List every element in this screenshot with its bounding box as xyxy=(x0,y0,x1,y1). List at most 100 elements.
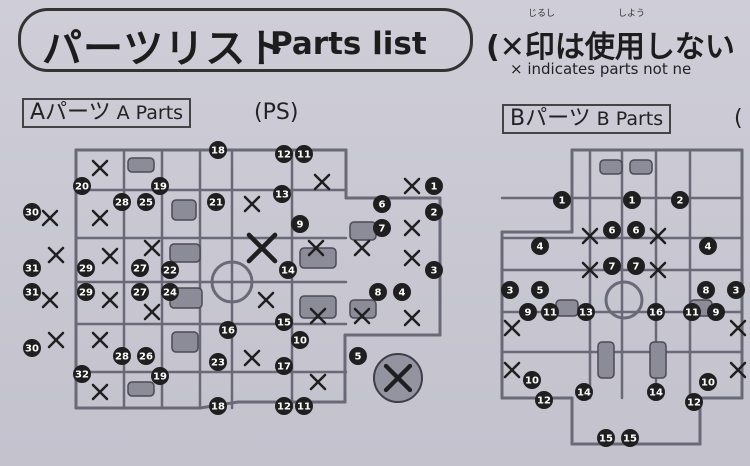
cross-mark-icon xyxy=(353,307,371,325)
part-number-label: 6 xyxy=(379,200,386,211)
cross-mark-icon xyxy=(581,227,599,245)
part-number-label: 20 xyxy=(75,182,89,193)
part-piece xyxy=(597,341,615,379)
cross-mark-icon xyxy=(143,239,161,257)
number-marker-icon xyxy=(425,261,443,279)
part-number-label: 2 xyxy=(677,196,684,207)
cross-mark-icon xyxy=(649,261,667,279)
number-marker-icon xyxy=(73,177,91,195)
number-marker-icon xyxy=(23,283,41,301)
cross-mark-icon xyxy=(403,177,421,195)
part-number-label: 8 xyxy=(703,286,710,297)
part-number-label: 19 xyxy=(153,182,167,193)
cross-mark-icon xyxy=(403,219,421,237)
part-number-label: 6 xyxy=(633,226,640,237)
part-number-label: 4 xyxy=(537,242,544,253)
part-number-label: 10 xyxy=(525,376,539,387)
number-marker-icon xyxy=(77,283,95,301)
runner-a-material: (PS) xyxy=(254,100,299,125)
part-number-label: 24 xyxy=(163,288,177,299)
cross-mark-icon xyxy=(313,173,331,191)
part-number-label: 17 xyxy=(277,362,291,373)
part-number-label: 29 xyxy=(79,288,93,299)
part-number-label: 7 xyxy=(633,262,640,273)
number-marker-icon xyxy=(621,429,639,447)
number-marker-icon xyxy=(275,397,293,415)
cross-mark-icon xyxy=(101,291,119,309)
number-marker-icon xyxy=(535,391,553,409)
cross-mark-icon xyxy=(257,291,275,309)
part-number-label: 13 xyxy=(579,308,593,319)
title-english: Parts list xyxy=(270,26,427,62)
number-marker-icon xyxy=(575,383,593,401)
number-marker-icon xyxy=(627,257,645,275)
cross-mark-icon xyxy=(41,291,59,309)
number-marker-icon xyxy=(531,237,549,255)
number-marker-icon xyxy=(603,257,621,275)
part-number-label: 31 xyxy=(25,288,39,299)
part-number-label: 14 xyxy=(649,388,663,399)
cross-mark-icon xyxy=(729,319,747,337)
number-marker-icon xyxy=(209,397,227,415)
cross-mark-icon xyxy=(403,309,421,327)
cross-mark-icon xyxy=(309,307,327,325)
number-marker-icon xyxy=(23,259,41,277)
cross-mark-icon xyxy=(41,209,59,227)
part-number-label: 22 xyxy=(163,266,177,277)
part-number-label: 9 xyxy=(297,220,304,231)
part-number-label: 32 xyxy=(75,370,89,381)
cross-mark-icon xyxy=(729,361,747,379)
number-marker-icon xyxy=(275,145,293,163)
part-number-label: 12 xyxy=(277,402,291,413)
part-number-label: 12 xyxy=(537,396,551,407)
cross-mark-icon xyxy=(353,239,371,257)
number-marker-icon xyxy=(531,281,549,299)
cross-mark-icon xyxy=(307,239,325,257)
runner-b-hub xyxy=(604,280,644,320)
number-marker-icon xyxy=(425,177,443,195)
number-marker-icon xyxy=(369,283,387,301)
part-number-label: 15 xyxy=(277,318,291,329)
part-number-label: 13 xyxy=(275,190,289,201)
number-marker-icon xyxy=(373,195,391,213)
cross-mark-icon xyxy=(143,303,161,321)
part-number-label: 1 xyxy=(431,182,438,193)
part-number-label: 3 xyxy=(733,286,740,297)
part-number-label: 16 xyxy=(649,308,663,319)
cross-mark-icon xyxy=(91,159,109,177)
cross-mark-icon xyxy=(403,249,421,267)
number-marker-icon xyxy=(603,221,621,239)
runner-a-hub xyxy=(210,260,254,304)
part-number-label: 30 xyxy=(25,208,39,219)
number-marker-icon xyxy=(727,281,745,299)
ruby-shiyou: しよう xyxy=(618,9,646,19)
number-marker-icon xyxy=(553,191,571,209)
unused-note-japanese: (✕印は使用しない xyxy=(486,30,735,65)
number-marker-icon xyxy=(161,261,179,279)
number-marker-icon xyxy=(523,371,541,389)
number-marker-icon xyxy=(273,185,291,203)
part-number-label: 2 xyxy=(431,208,438,219)
part-number-label: 11 xyxy=(297,150,311,161)
part-number-label: 10 xyxy=(293,336,307,347)
part-piece xyxy=(299,295,337,319)
number-marker-icon xyxy=(275,313,293,331)
number-marker-icon xyxy=(275,357,293,375)
number-marker-icon xyxy=(295,145,313,163)
number-marker-icon xyxy=(597,429,615,447)
part-piece xyxy=(629,159,653,175)
part-number-label: 3 xyxy=(431,266,438,277)
part-number-label: 27 xyxy=(133,264,147,275)
number-marker-icon xyxy=(279,261,297,279)
runner-a-label-jp: Aパーツ xyxy=(30,100,111,125)
cross-mark-icon xyxy=(503,319,521,337)
number-marker-icon xyxy=(23,339,41,357)
part-piece xyxy=(127,381,155,397)
part-number-label: 25 xyxy=(139,198,153,209)
number-marker-icon xyxy=(219,321,237,339)
part-number-label: 12 xyxy=(277,150,291,161)
part-number-label: 28 xyxy=(115,198,129,209)
part-number-label: 18 xyxy=(211,402,225,413)
runner-b-label-jp: Bパーツ xyxy=(510,106,591,131)
